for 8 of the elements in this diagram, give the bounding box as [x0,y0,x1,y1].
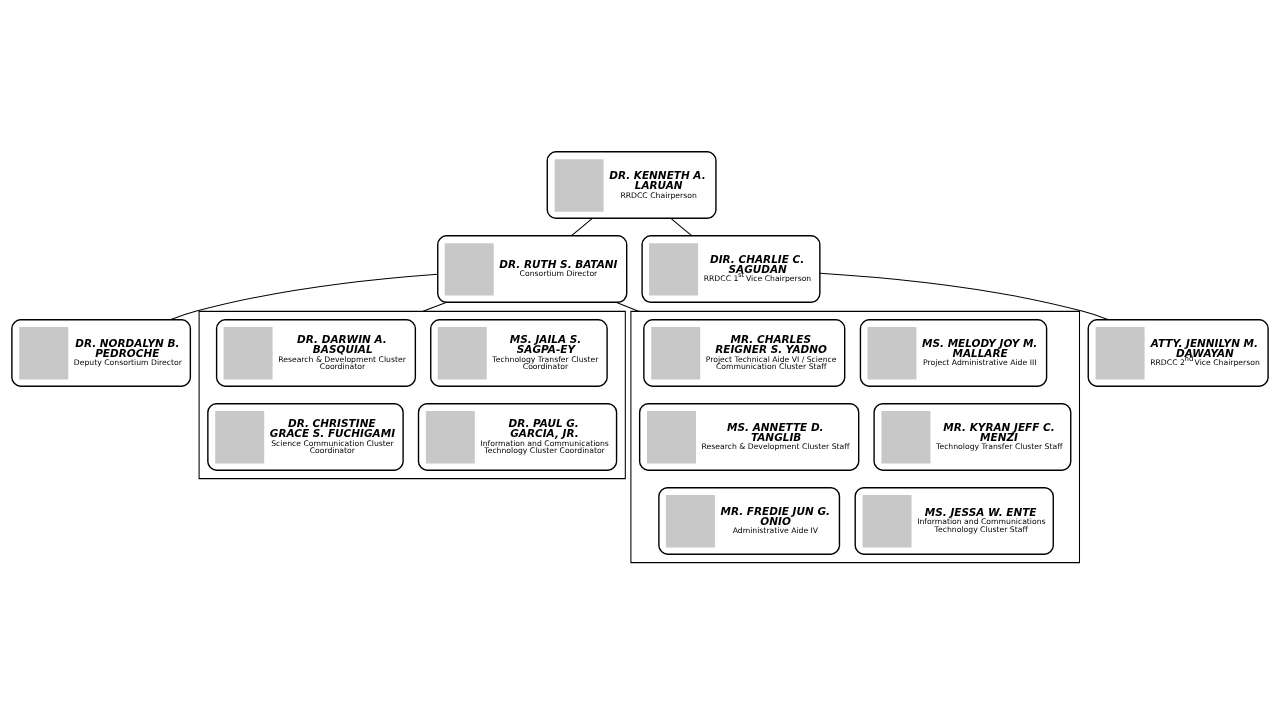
connector [571,217,593,237]
connector [819,272,1110,321]
connector [615,301,640,312]
cluster [198,310,626,480]
connector [670,217,693,237]
connector [169,273,439,321]
cluster [630,310,1081,564]
connector [422,301,448,312]
